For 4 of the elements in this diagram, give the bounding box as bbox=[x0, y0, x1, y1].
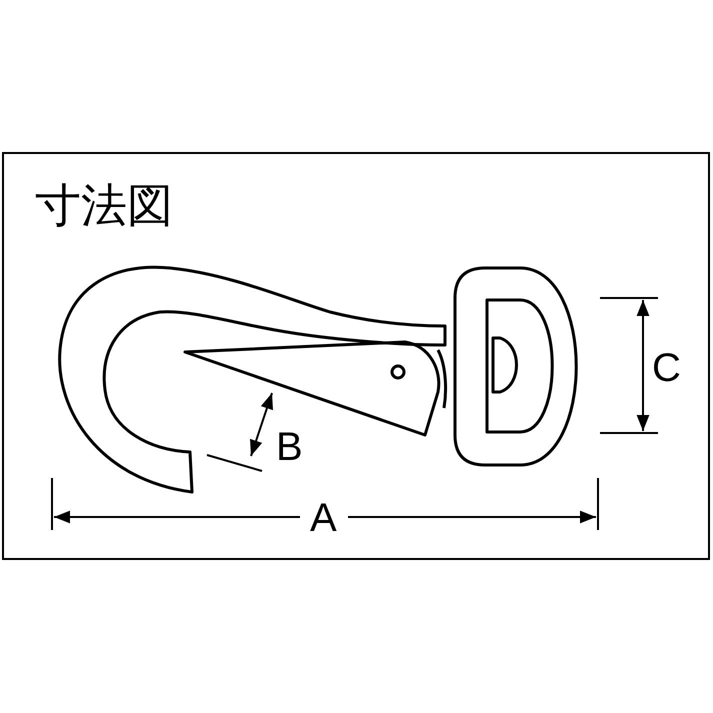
dimension-label: C bbox=[652, 348, 681, 388]
dimension-label: A bbox=[310, 498, 337, 538]
dimension-label: B bbox=[276, 427, 303, 467]
title: 寸法図 bbox=[35, 182, 173, 228]
